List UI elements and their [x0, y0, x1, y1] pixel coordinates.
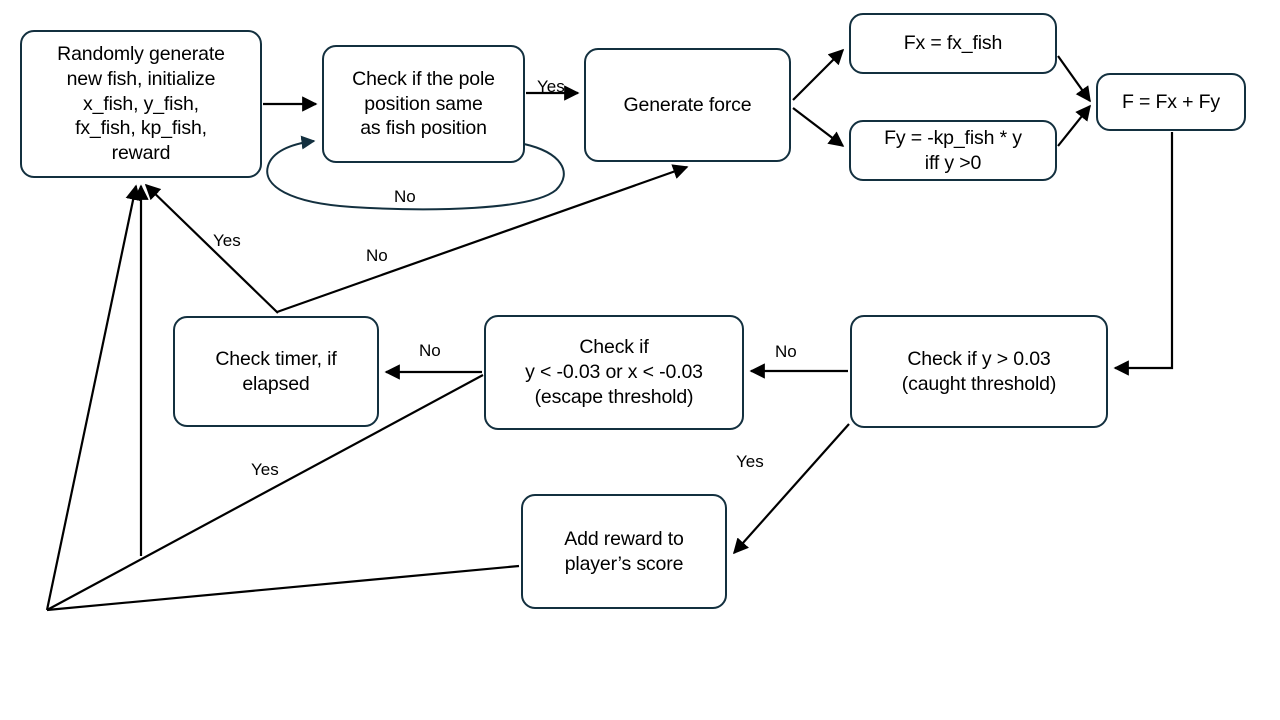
edge-fx-to-f-total: [1057, 55, 1091, 103]
edge-f-total-to-caught-threshold: [1113, 132, 1174, 376]
node-check-pole[interactable]: Check if the pole position same as fish …: [322, 45, 525, 163]
node-caught-threshold-label: Check if y > 0.03 (caught threshold): [901, 347, 1057, 395]
node-init-label: Randomly generate new fish, initialize x…: [57, 42, 225, 165]
node-check-timer[interactable]: Check timer, if elapsed: [173, 316, 379, 427]
node-f-total-label: F = Fx + Fy: [1121, 90, 1221, 113]
node-fy[interactable]: Fy = -kp_fish * y iff y >0: [849, 120, 1057, 181]
edge-label-yes-escape-to-init: Yes: [251, 460, 279, 479]
edge-label-yes-pole-to-force: Yes: [537, 77, 565, 96]
edge-label-yes-caught-to-reward: Yes: [736, 452, 764, 471]
node-caught-threshold[interactable]: Check if y > 0.03 (caught threshold): [850, 315, 1108, 428]
node-generate-force[interactable]: Generate force: [584, 48, 791, 162]
edge-check-pole-self-loop: [266, 135, 565, 211]
node-check-pole-label: Check if the pole position same as fish …: [352, 67, 495, 140]
node-add-reward-label: Add reward to player’s score: [564, 527, 684, 575]
edge-check-timer-to-generate-force: [276, 164, 689, 314]
edge-label-no-timer-to-force: No: [366, 246, 388, 265]
edge-label-no-caught-to-escape: No: [775, 342, 797, 361]
edge-generate-force-to-fy: [792, 107, 845, 147]
node-f-total[interactable]: F = Fx + Fy: [1096, 73, 1246, 131]
edge-label-yes-timer-to-init: Yes: [213, 231, 241, 250]
edge-generate-force-to-fx: [792, 48, 845, 101]
node-fx[interactable]: Fx = fx_fish: [849, 13, 1057, 74]
node-fx-label: Fx = fx_fish: [903, 32, 1003, 55]
node-fy-label: Fy = -kp_fish * y iff y >0: [884, 126, 1022, 174]
edge-caught-threshold-to-add-reward: [732, 423, 850, 555]
edge-escape-threshold-to-init: [46, 374, 484, 611]
edge-label-no-escape-to-timer: No: [419, 341, 441, 360]
edge-escape-threshold-to-init-riser: [45, 184, 141, 611]
edge-label-no-pole-self-loop: No: [394, 187, 416, 206]
node-escape-threshold[interactable]: Check if y < -0.03 or x < -0.03 (escape …: [484, 315, 744, 430]
edge-check-timer-to-init: [144, 183, 279, 314]
node-init[interactable]: Randomly generate new fish, initialize x…: [20, 30, 262, 178]
edge-fy-to-f-total: [1057, 104, 1091, 147]
node-add-reward[interactable]: Add reward to player’s score: [521, 494, 727, 609]
edge-add-reward-to-init: [46, 564, 520, 612]
node-check-timer-label: Check timer, if elapsed: [215, 347, 337, 395]
node-escape-threshold-label: Check if y < -0.03 or x < -0.03 (escape …: [525, 336, 703, 408]
node-generate-force-label: Generate force: [623, 93, 752, 116]
